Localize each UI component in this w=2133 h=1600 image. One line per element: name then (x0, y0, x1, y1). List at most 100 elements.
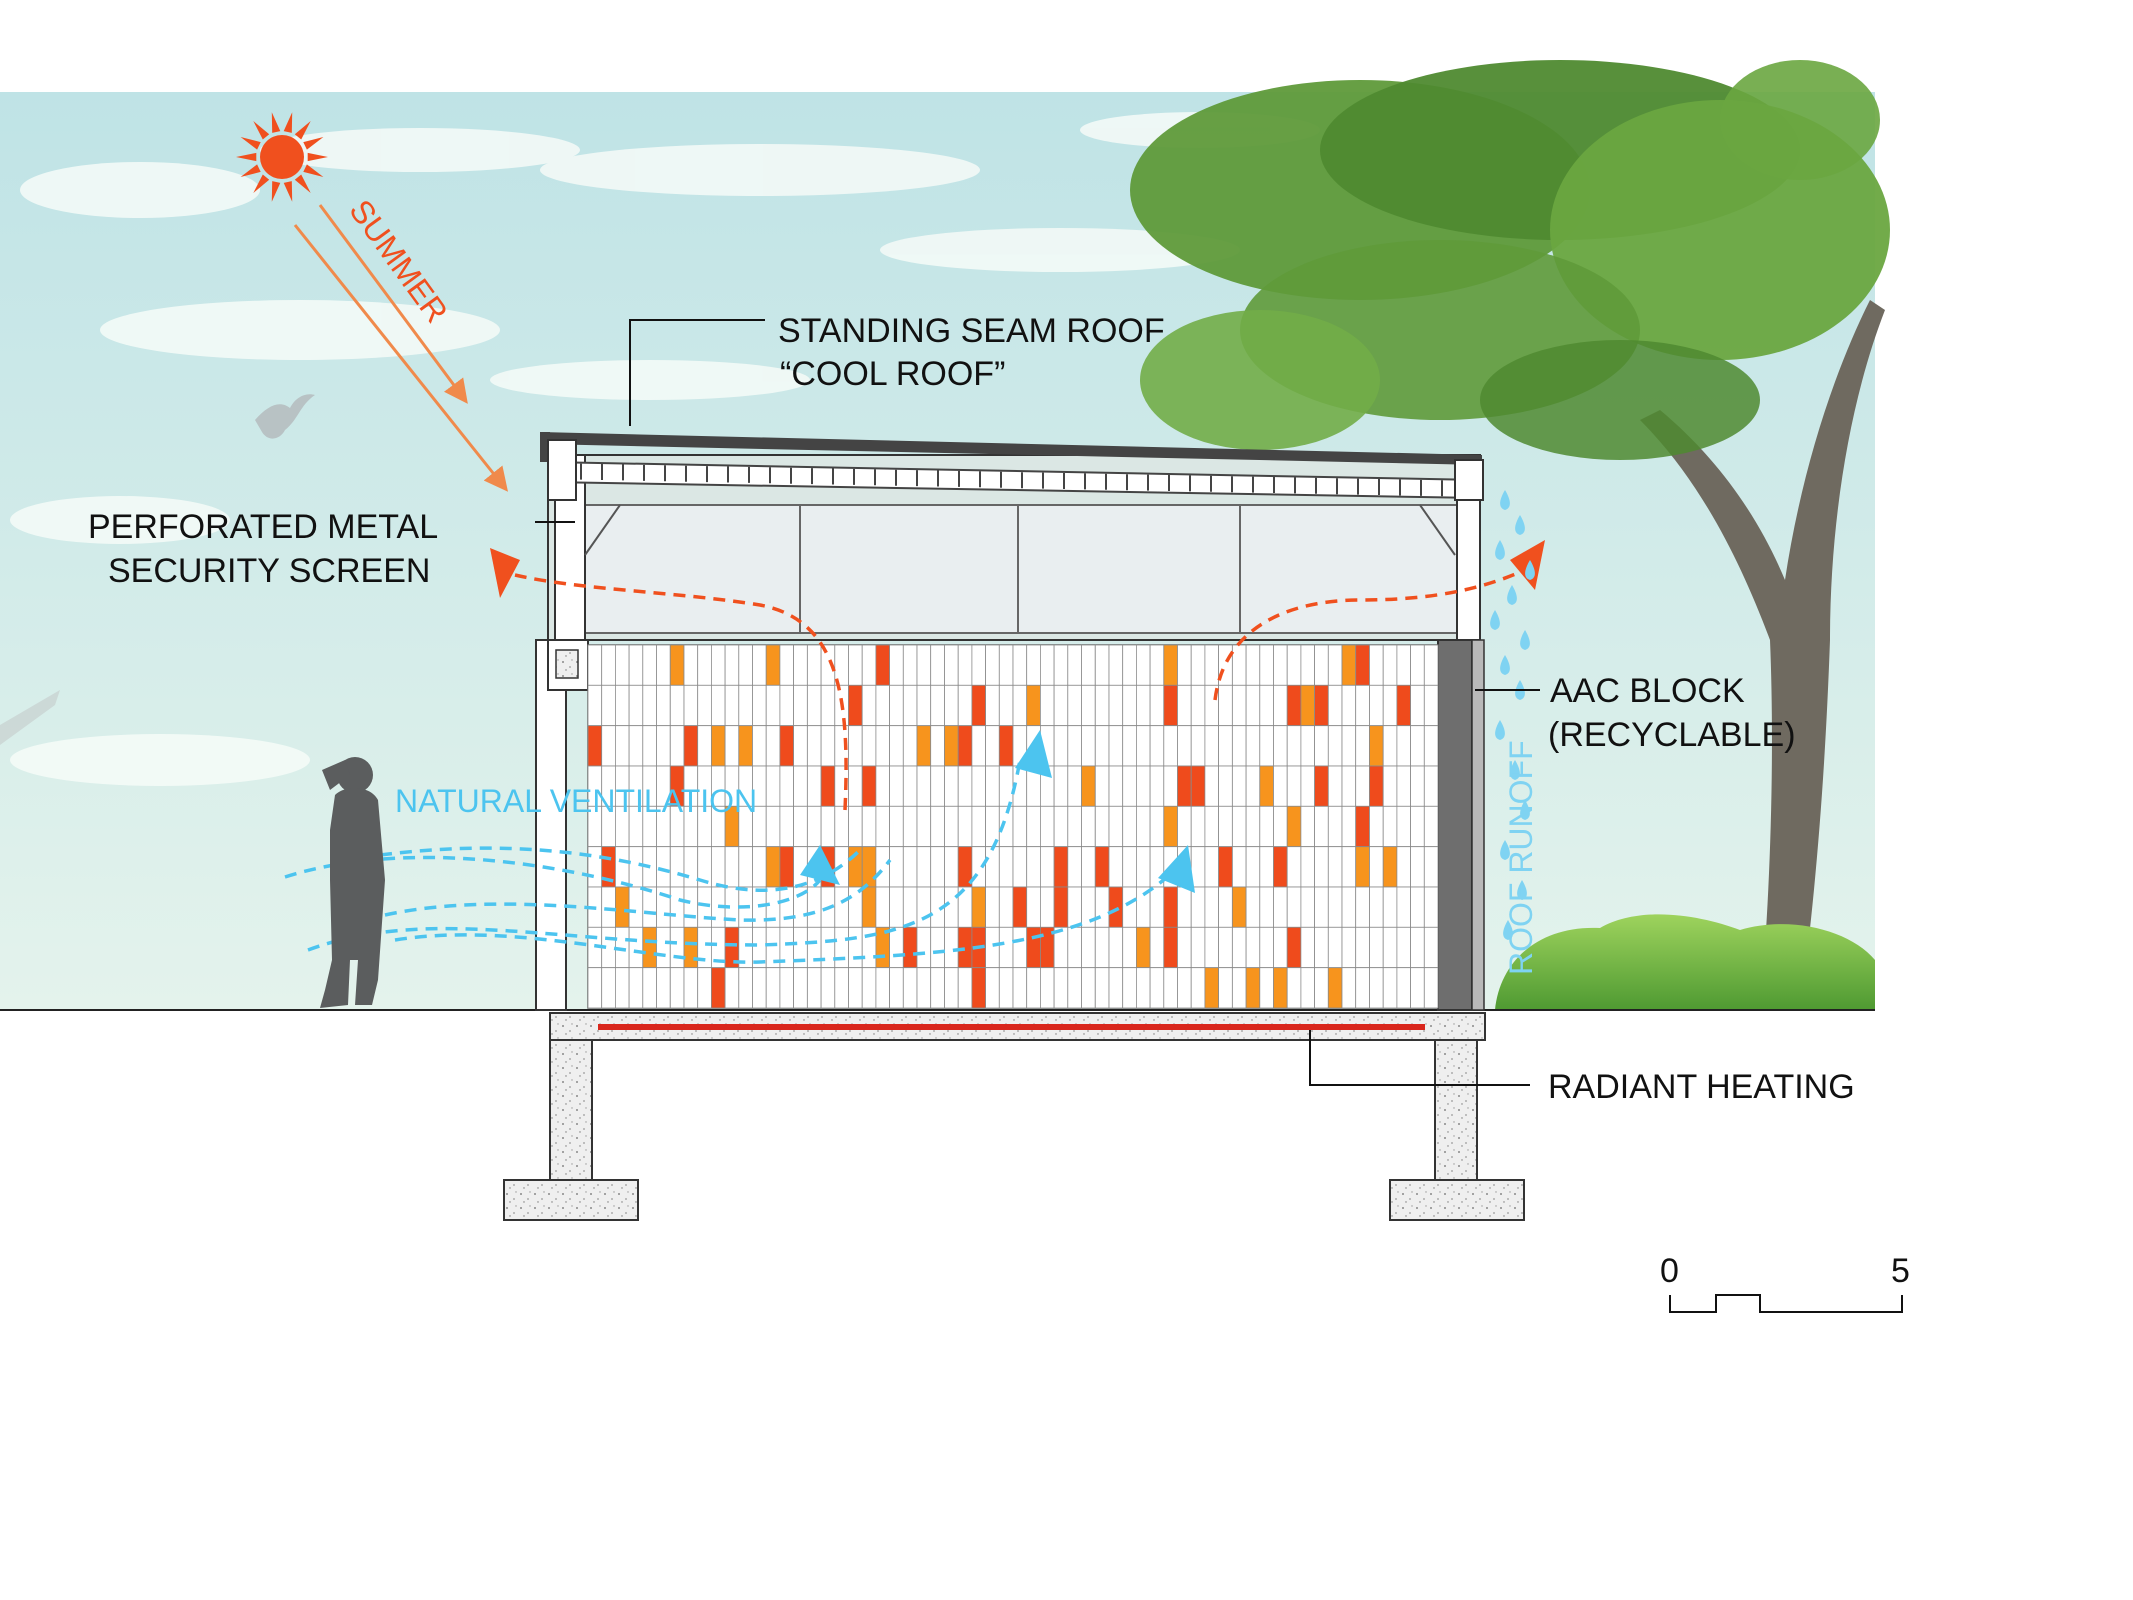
facade-tile (916, 684, 932, 726)
facade-tile (1314, 926, 1329, 968)
facade-tile (1163, 644, 1178, 686)
facade-tile (944, 805, 959, 847)
facade-tile (1122, 684, 1137, 726)
facade-tile (1232, 926, 1247, 968)
facade-tile (1026, 644, 1041, 686)
facade-tile (697, 684, 712, 726)
facade-tile (1286, 846, 1302, 888)
facade-tile (1273, 684, 1288, 726)
facade-tile (930, 725, 945, 767)
facade-tile (1369, 926, 1384, 968)
facade-tile (1382, 644, 1398, 686)
facade-tile (944, 886, 959, 928)
facade-tile (1245, 926, 1261, 968)
facade-tile (1286, 967, 1302, 1009)
facade-tile (889, 644, 904, 686)
facade-tile (985, 967, 1000, 1009)
facade-tile (601, 886, 616, 928)
facade-tile (1190, 805, 1206, 847)
facade-tile (1341, 684, 1357, 726)
facade-tile (1314, 684, 1329, 726)
facade-tile (1232, 886, 1247, 928)
facade-tile (1273, 644, 1288, 686)
facade-tile (1040, 967, 1055, 1009)
facade-tile (1218, 926, 1233, 968)
facade-tile (944, 684, 959, 726)
facade-tile (889, 967, 904, 1009)
facade-tile (1094, 967, 1110, 1009)
facade-tile (1122, 805, 1137, 847)
facade-tile (669, 926, 685, 968)
facade-tile (930, 967, 945, 1009)
radiant-heating-label: RADIANT HEATING (1548, 1068, 1855, 1106)
facade-tile (1314, 765, 1329, 807)
facade-tile (615, 967, 630, 1009)
facade-tile (628, 846, 644, 888)
facade-tile (1012, 805, 1028, 847)
facade-tile (848, 765, 863, 807)
facade-tile (1218, 684, 1233, 726)
facade-tile (998, 846, 1014, 888)
facade-tile (1341, 725, 1357, 767)
facade-tile (1081, 684, 1096, 726)
facade-tile (587, 684, 603, 726)
facade-tile (779, 684, 795, 726)
facade-tile (601, 684, 616, 726)
facade-tile (889, 765, 904, 807)
facade-tile (779, 846, 795, 888)
facade-tile (1396, 846, 1412, 888)
facade-tile (916, 725, 932, 767)
facade-tile (1286, 805, 1302, 847)
facade-tile (1273, 926, 1288, 968)
facade-tile (642, 926, 657, 968)
facade-tile (916, 644, 932, 686)
distant-tower (0, 690, 60, 745)
facade-tile (1286, 765, 1302, 807)
facade-tile (957, 725, 973, 767)
facade-tile (902, 846, 918, 888)
facade-tile (1423, 644, 1439, 686)
facade-tile (587, 644, 603, 686)
facade-tile (1410, 846, 1425, 888)
facade-tile (1177, 684, 1192, 726)
facade-tile (1163, 886, 1178, 928)
facade-tile (889, 886, 904, 928)
facade-tile (1163, 967, 1178, 1009)
facade-tile (1423, 684, 1439, 726)
facade-tile (1314, 886, 1329, 928)
facade-tile (1163, 725, 1178, 767)
facade-tile (711, 725, 726, 767)
facade-tile (1149, 644, 1165, 686)
facade-tile (1190, 684, 1206, 726)
facade-tile (1040, 886, 1055, 928)
facade-tile (615, 725, 630, 767)
facade-tile (1369, 765, 1384, 807)
facade-tile (848, 684, 863, 726)
facade-tile (615, 644, 630, 686)
facade-tile (1396, 886, 1412, 928)
facade-tile (1136, 967, 1151, 1009)
facade-tile (1177, 644, 1192, 686)
facade-tile (1382, 967, 1398, 1009)
facade-tile (1232, 846, 1247, 888)
facade-tile (1067, 725, 1082, 767)
facade-tile (1108, 926, 1124, 968)
raindrop-icon (1490, 490, 1535, 940)
facade-tile (1081, 967, 1096, 1009)
facade-tile (1423, 805, 1439, 847)
facade-tile (1341, 644, 1357, 686)
facade-tile (683, 644, 699, 686)
facade-tile (807, 644, 822, 686)
facade-tile (861, 725, 877, 767)
facade-tile (601, 644, 616, 686)
facade-tile (1327, 644, 1343, 686)
facade-tile (711, 967, 726, 1009)
facade-tile (779, 725, 795, 767)
facade-tile (1300, 765, 1316, 807)
facade-tile (930, 644, 945, 686)
facade-tile (1327, 846, 1343, 888)
facade-tile (1108, 684, 1124, 726)
facade-tile (1423, 725, 1439, 767)
facade-tile (1327, 967, 1343, 1009)
facade-tile (779, 765, 795, 807)
